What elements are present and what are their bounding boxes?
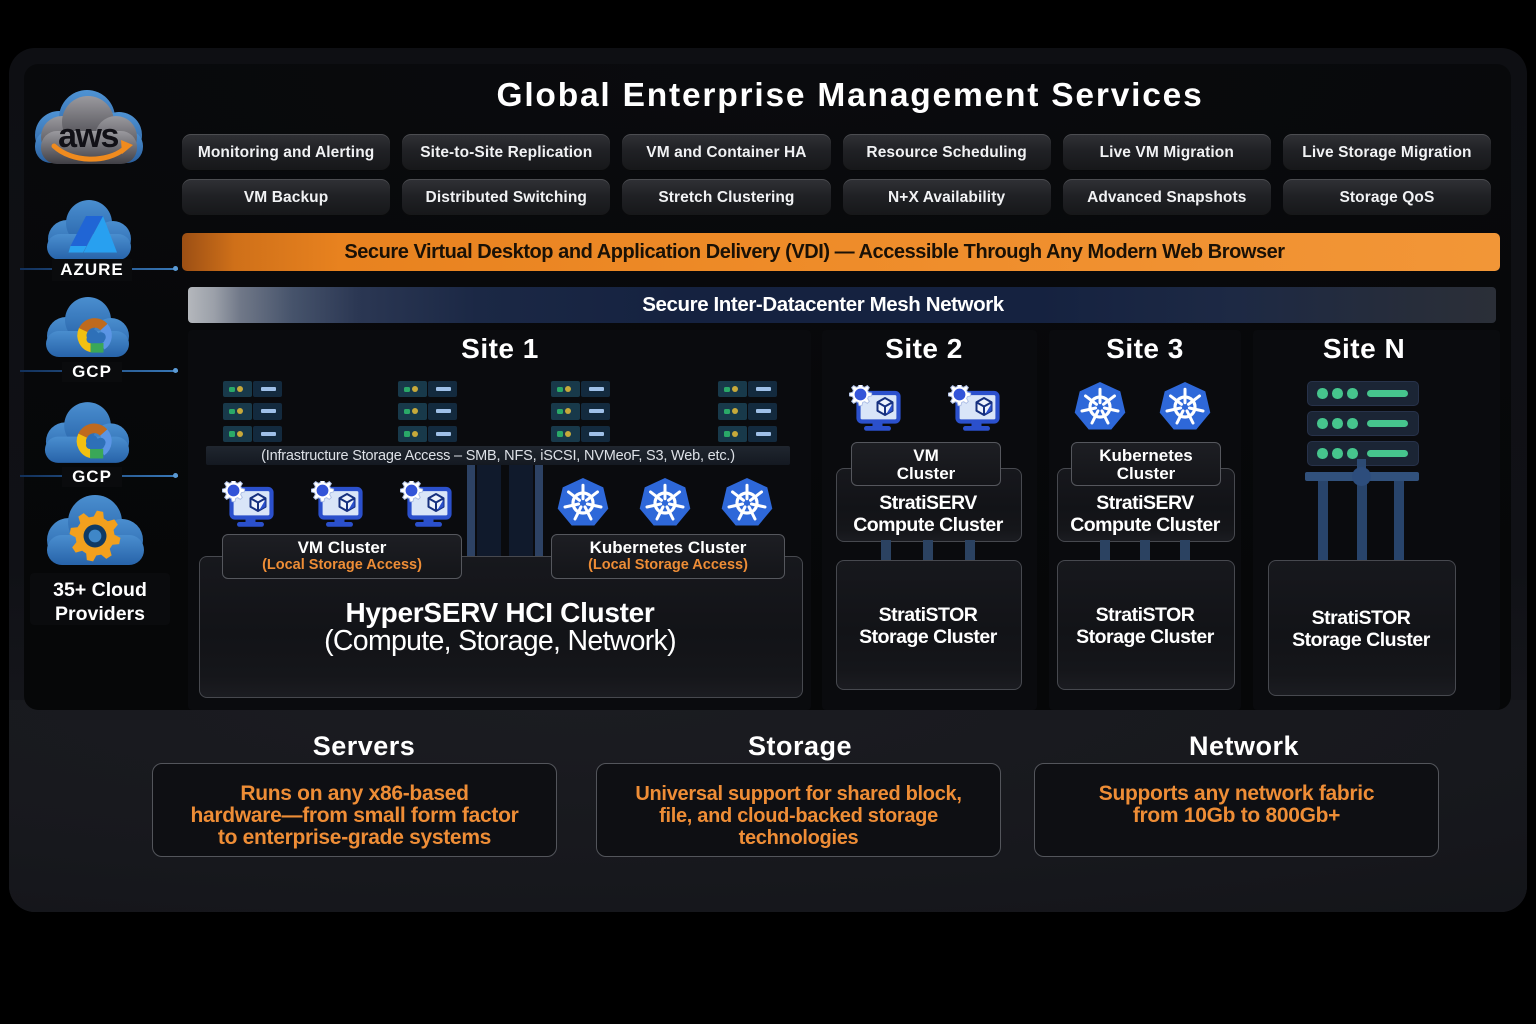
svg-text:aws: aws (58, 117, 118, 155)
